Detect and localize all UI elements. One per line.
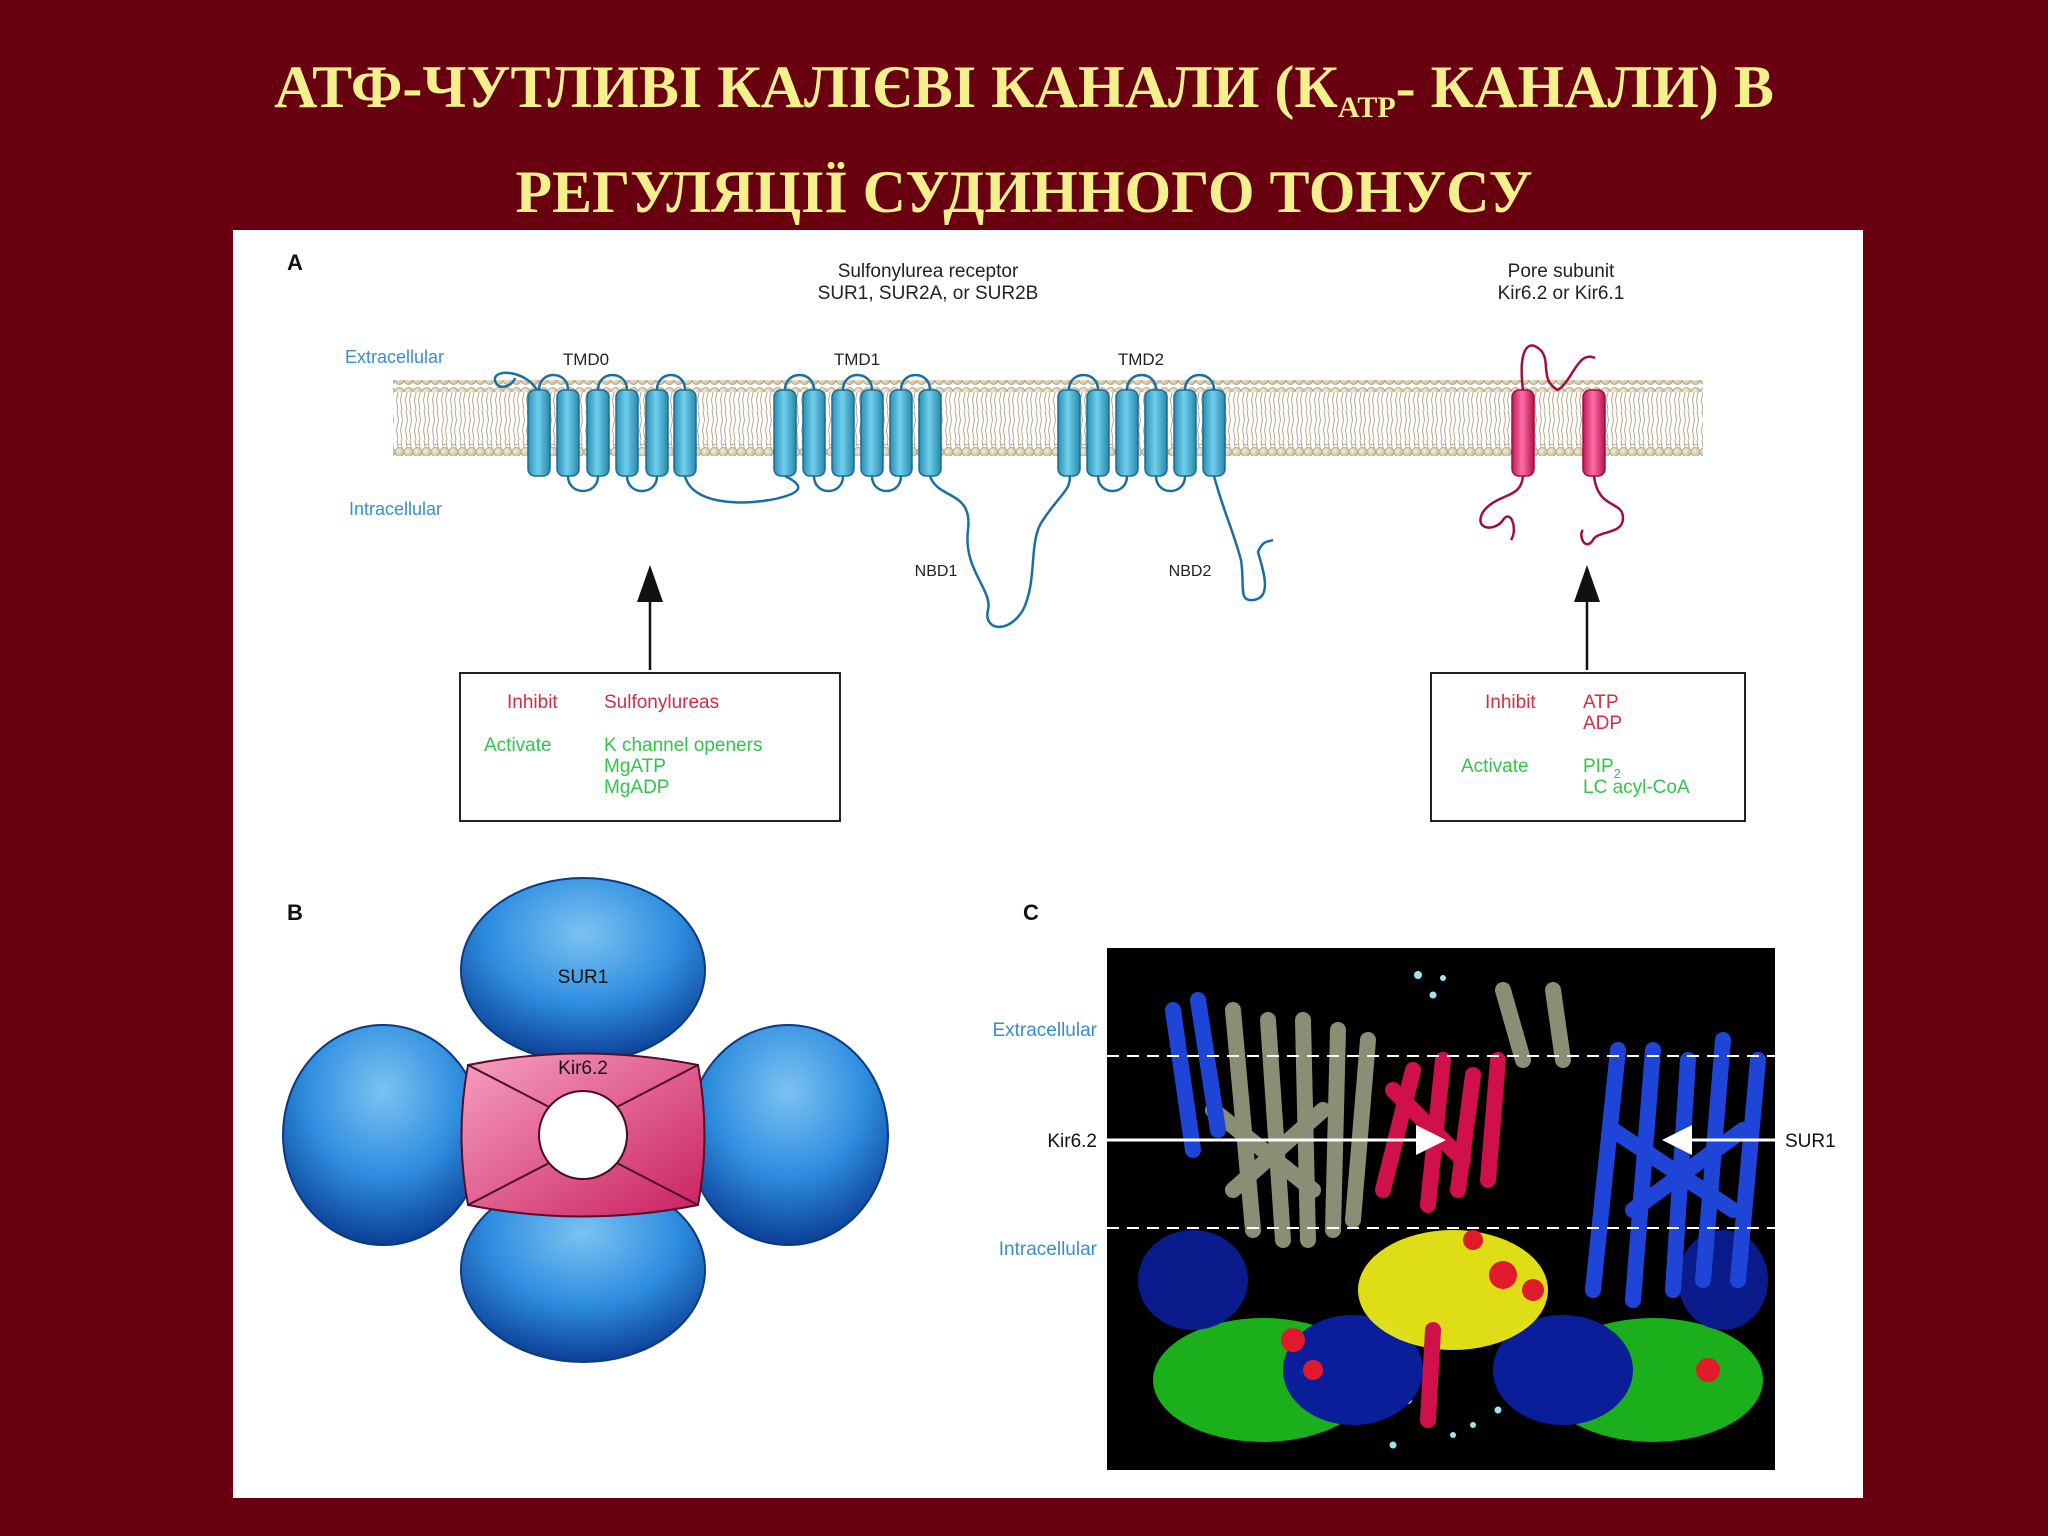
left-activate-label: Activate xyxy=(484,735,552,756)
extracellular-label-a: Extracellular xyxy=(345,347,444,367)
nbd2-label: NBD2 xyxy=(1169,563,1212,580)
panel-b-letter: B xyxy=(287,900,303,925)
crystal-structure xyxy=(1105,948,1777,1470)
title-line1-post: - КАНАЛИ) В xyxy=(1395,54,1774,120)
central-pore xyxy=(538,1090,628,1180)
extracellular-label-c: Extracellular xyxy=(992,1020,1097,1041)
right-inhibit-value: ADP xyxy=(1583,713,1622,734)
kir-label-c: Kir6.2 xyxy=(1047,1131,1097,1152)
right-activate-pip: PIP2 xyxy=(1583,756,1621,781)
sur-subtitle: SUR1, SUR2A, or SUR2B xyxy=(818,283,1039,304)
sur-title: Sulfonylurea receptor xyxy=(838,261,1019,282)
tmd2-label: TMD2 xyxy=(1118,350,1164,369)
left-activate-value: MgATP xyxy=(604,756,666,777)
octamer-model xyxy=(282,877,889,1363)
pore-title: Pore subunit xyxy=(1508,261,1615,282)
left-inhibit-value: Sulfonylureas xyxy=(604,692,719,713)
tmd0-label: TMD0 xyxy=(563,350,609,369)
kir-pore-subunit xyxy=(1479,344,1625,546)
membrane-bilayer xyxy=(393,380,1703,456)
tmd1-label: TMD1 xyxy=(834,350,880,369)
sur-lobe-left xyxy=(282,1024,484,1246)
arrow-up-icon xyxy=(637,565,663,602)
pip-text: PIP xyxy=(1583,756,1614,777)
tmd1-helices xyxy=(773,389,942,477)
intracellular-label-c: Intracellular xyxy=(999,1239,1098,1260)
title-subscript: ATP xyxy=(1337,91,1396,124)
tmd0-helices xyxy=(527,389,697,477)
panel-a-letter: A xyxy=(287,250,303,275)
regulation-box-right: Inhibit ATP ADP Activate PIP2 LC acyl-Co… xyxy=(1430,672,1746,822)
figure-panel: A Sulfonylurea receptor SUR1, SUR2A, or … xyxy=(233,230,1863,1498)
right-activate-label: Activate xyxy=(1461,756,1529,777)
title-line2: РЕГУЛЯЦІЇ СУДИННОГО ТОНУСУ xyxy=(515,159,1533,225)
left-activate-value: K channel openers xyxy=(604,735,762,756)
right-inhibit-label: Inhibit xyxy=(1485,692,1536,713)
sur1-label-b: SUR1 xyxy=(558,967,609,988)
title-line1-pre: АТФ-ЧУТЛИВІ КАЛІЄВІ КАНАЛИ (К xyxy=(274,54,1338,120)
arrow-up-icon xyxy=(1574,565,1600,602)
sur1-label-c: SUR1 xyxy=(1785,1131,1836,1152)
sur-loops xyxy=(493,371,1274,629)
tmd2-helices xyxy=(1057,389,1226,477)
panel-c-letter: C xyxy=(1023,900,1039,925)
intracellular-label-a: Intracellular xyxy=(349,499,442,519)
kir-label-b: Kir6.2 xyxy=(558,1058,608,1079)
right-activate-acyl: LC acyl-CoA xyxy=(1583,777,1690,798)
left-inhibit-label: Inhibit xyxy=(507,692,558,713)
figure-svg: A Sulfonylurea receptor SUR1, SUR2A, or … xyxy=(282,250,1836,1470)
slide-title: АТФ-ЧУТЛИВІ КАЛІЄВІ КАНАЛИ (КATP- КАНАЛИ… xyxy=(0,45,2048,234)
arrows-panel-a xyxy=(637,565,1600,670)
left-activate-value: MgADP xyxy=(604,777,669,798)
pore-subtitle: Kir6.2 or Kir6.1 xyxy=(1498,283,1625,304)
nbd1-label: NBD1 xyxy=(915,563,958,580)
sur-lobe-right xyxy=(687,1024,889,1246)
pip-subscript: 2 xyxy=(1614,766,1621,781)
regulation-box-left: Inhibit Sulfonylureas Activate K channel… xyxy=(459,672,841,822)
right-inhibit-value: ATP xyxy=(1583,692,1619,713)
